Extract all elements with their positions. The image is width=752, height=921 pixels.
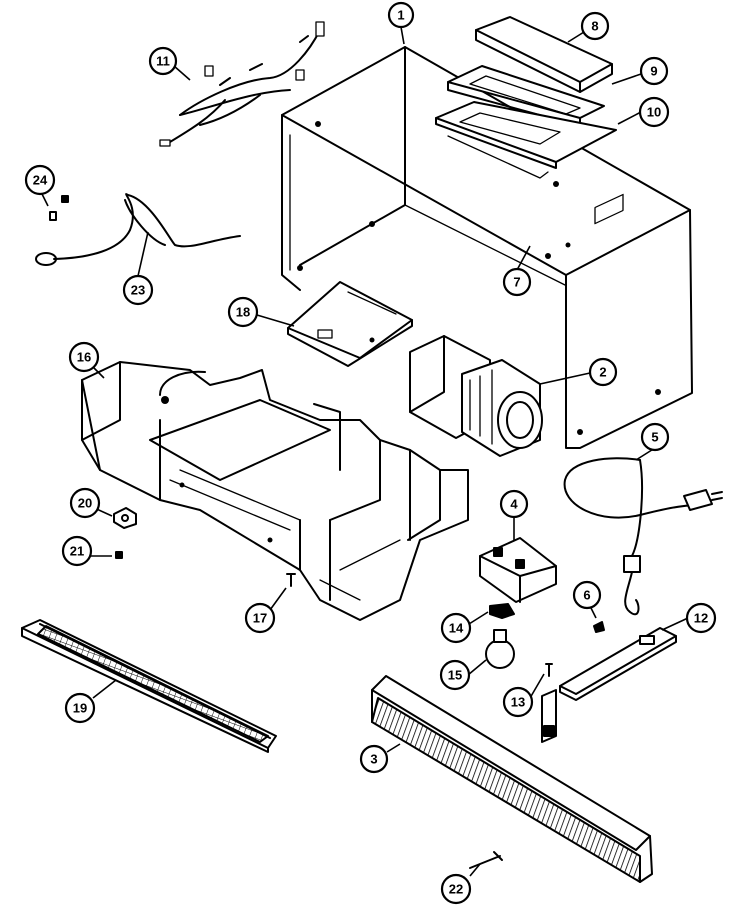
callout-12: 12 [685, 602, 717, 634]
switch-part [113, 507, 137, 529]
callout-label-16: 16 [77, 350, 91, 365]
screw-part-13 [545, 663, 553, 677]
callout-label-9: 9 [650, 64, 657, 79]
light-bulb-part [485, 629, 515, 669]
callout-17: 17 [244, 602, 276, 634]
cabinet-wrapper-part [281, 46, 693, 449]
callout-label-15: 15 [448, 668, 462, 683]
callout-22: 22 [440, 873, 472, 905]
callout-label-14: 14 [449, 621, 464, 636]
screw-part-21 [115, 551, 123, 559]
callout-label-6: 6 [583, 588, 590, 603]
callout-label-8: 8 [591, 19, 598, 34]
vent-plate-part [435, 101, 617, 179]
blower-motor-part [409, 335, 543, 457]
mounting-bracket-part [541, 627, 677, 743]
callout-19: 19 [64, 692, 96, 724]
screw-part-22 [469, 851, 503, 869]
callout-label-1: 1 [397, 8, 404, 23]
callout-3: 3 [359, 744, 389, 774]
grease-filter-part [21, 619, 277, 753]
lamp-socket-part [489, 603, 515, 619]
callout-9: 9 [639, 56, 669, 86]
callout-label-13: 13 [511, 695, 525, 710]
callout-10: 10 [638, 96, 670, 128]
screw-part-17 [286, 573, 296, 587]
callout-21: 21 [61, 535, 93, 567]
light-housing-part [479, 537, 557, 603]
callout-label-2: 2 [599, 365, 606, 380]
callout-20: 20 [69, 487, 101, 519]
callout-label-21: 21 [70, 544, 84, 559]
callouts: 1 2 3 4 5 6 7 8 9 10 11 12 13 14 15 16 1… [24, 1, 717, 905]
callout-label-4: 4 [510, 497, 518, 512]
callout-label-10: 10 [647, 105, 661, 120]
callout-11: 11 [148, 46, 178, 76]
wire-harness-part [159, 21, 325, 147]
callout-1: 1 [387, 1, 415, 29]
callout-15: 15 [439, 659, 471, 691]
callout-7: 7 [502, 267, 532, 297]
callout-label-11: 11 [156, 54, 170, 69]
callout-label-23: 23 [131, 283, 145, 298]
callout-23: 23 [122, 274, 154, 306]
callout-label-17: 17 [253, 611, 267, 626]
screw-part-6 [593, 621, 605, 633]
callout-label-24: 24 [33, 173, 48, 188]
callout-label-12: 12 [694, 611, 708, 626]
tray-part [287, 281, 413, 367]
callout-label-5: 5 [651, 430, 658, 445]
callout-label-20: 20 [78, 496, 92, 511]
callout-label-3: 3 [370, 752, 377, 767]
callout-14: 14 [440, 612, 472, 644]
callout-16: 16 [68, 341, 100, 373]
front-grille-part [371, 675, 653, 883]
leader-lines [39, 26, 689, 877]
callout-24: 24 [24, 164, 56, 196]
callout-5: 5 [640, 422, 670, 452]
callout-label-7: 7 [513, 275, 520, 290]
callout-6: 6 [572, 580, 602, 610]
power-cord-part [563, 457, 723, 616]
callout-label-19: 19 [73, 701, 87, 716]
callout-13: 13 [502, 686, 534, 718]
callout-label-22: 22 [449, 882, 463, 897]
callout-2: 2 [588, 357, 618, 387]
thermal-wire-part [35, 193, 241, 266]
charcoal-filter-part [475, 16, 613, 93]
screw-part-24 [49, 195, 69, 221]
base-chassis-part [81, 361, 469, 621]
callout-4: 4 [499, 489, 529, 519]
callout-label-18: 18 [236, 305, 250, 320]
callout-18: 18 [227, 296, 259, 328]
callout-8: 8 [580, 11, 610, 41]
